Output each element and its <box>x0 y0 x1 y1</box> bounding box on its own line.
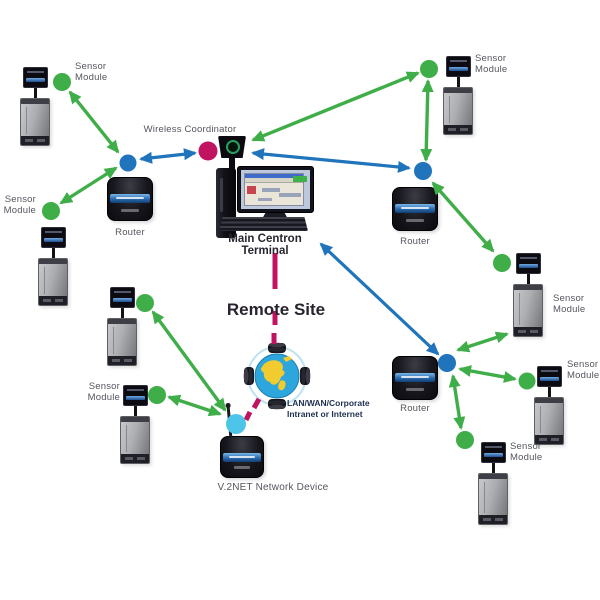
sensor-module-device-4 <box>119 385 151 464</box>
lan-wan-label: LAN/WAN/Corporate Intranet or Internet <box>287 398 370 419</box>
router-device-3 <box>392 356 438 400</box>
sensor-transmitter-icon <box>122 385 148 406</box>
sensor-transmitter-icon <box>22 67 48 88</box>
coordinator-antenna-icon <box>218 136 246 158</box>
terminal-screen <box>241 170 310 209</box>
sensor-cabinet <box>107 318 137 366</box>
wireless-coordinator-device <box>217 136 247 170</box>
sensor-transmitter-icon <box>40 227 66 248</box>
sensor-cabinet <box>20 98 50 146</box>
sensor-cabinet <box>513 284 543 337</box>
sensor-transmitter-icon <box>515 253 541 274</box>
sensor-module-device-1 <box>19 67 51 146</box>
sensor-module-device-6 <box>512 253 544 337</box>
sensor-cabinet <box>478 473 508 525</box>
main-terminal-label: Main Centron Terminal <box>228 233 302 257</box>
internet-globe <box>243 342 311 410</box>
sensor-cabinet <box>443 87 473 135</box>
antenna-icon <box>226 405 232 439</box>
sensor-transmitter-icon <box>445 56 471 77</box>
sensor-module-device-3 <box>106 287 138 366</box>
remote-site-label: Remote Site <box>226 300 326 319</box>
terminal-keyboard <box>219 217 308 231</box>
terminal-monitor <box>237 166 314 213</box>
sensor-module-device-5 <box>442 56 474 135</box>
sensor-transmitter-icon <box>480 442 506 463</box>
sensor-cabinet <box>120 416 150 464</box>
sensor-transmitter-icon <box>109 287 135 308</box>
sensor-module-device-7 <box>533 366 565 445</box>
v2net-label: V.2NET Network Device <box>217 482 329 493</box>
sensor-module-device-2 <box>37 227 69 306</box>
sensor-cabinet <box>38 258 68 306</box>
router-device-1 <box>107 177 153 221</box>
router-label-1: Router <box>115 227 145 238</box>
router-label-2: Router <box>400 236 430 247</box>
monitor-stand <box>262 212 288 219</box>
v2net-network-device <box>220 405 264 478</box>
router-label-3: Router <box>400 403 430 414</box>
router-device-2 <box>392 187 438 231</box>
sensor-cabinet <box>534 397 564 445</box>
sensor-module-device-8 <box>477 442 509 525</box>
sensor-transmitter-icon <box>536 366 562 387</box>
hub-stack-icon <box>268 342 286 353</box>
wireless-coordinator-label: Wireless Coordinator <box>143 124 237 135</box>
